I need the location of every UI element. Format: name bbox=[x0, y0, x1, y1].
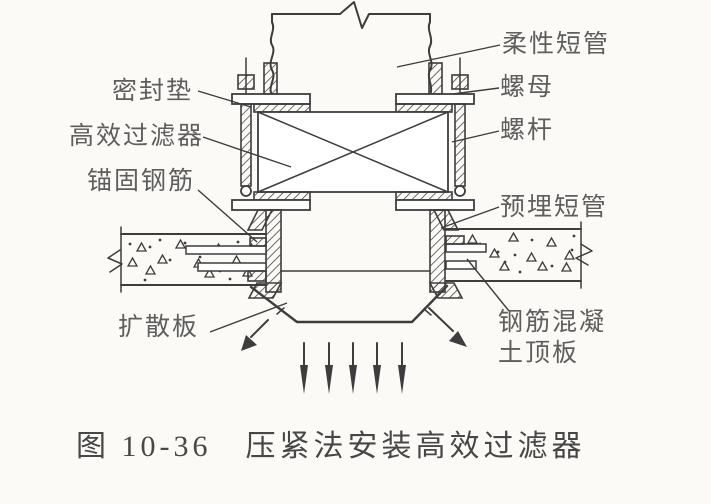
label-sealing-gasket: 密封垫 bbox=[112, 78, 194, 105]
leader-flexible-duct bbox=[396, 44, 501, 68]
label-diffuser-plate: 扩散板 bbox=[118, 314, 200, 341]
anchor-rebar-right bbox=[445, 235, 487, 270]
leader-diffuser-plate bbox=[209, 302, 288, 333]
airflow-arrow-left bbox=[241, 319, 269, 351]
leader-hepa-filter bbox=[202, 136, 292, 168]
slab-left bbox=[107, 226, 267, 293]
anchor-rebar-left bbox=[185, 237, 267, 282]
airflow-arrows-down bbox=[300, 342, 406, 394]
leader-embedded-pipe bbox=[440, 206, 500, 229]
diffuser-plate-drawing bbox=[249, 284, 449, 324]
slab-right bbox=[445, 221, 593, 289]
label-flexible-duct: 柔性短管 bbox=[502, 31, 611, 58]
screw-rods bbox=[240, 103, 466, 197]
hepa-filter-box bbox=[257, 111, 449, 193]
label-screw-rod: 螺杆 bbox=[500, 117, 555, 144]
label-hepa-filter: 高效过滤器 bbox=[69, 123, 205, 150]
concrete-aggregate-left bbox=[126, 238, 262, 282]
label-nut: 螺母 bbox=[500, 74, 555, 101]
leader-nut bbox=[452, 87, 500, 95]
left-top-nut bbox=[237, 74, 255, 90]
sealing-gasket-top-left bbox=[253, 103, 311, 113]
airflow-arrow-right bbox=[428, 307, 467, 347]
flexible-duct-drawing bbox=[269, 1, 433, 96]
leader-sealing-gasket bbox=[197, 90, 252, 108]
leader-screw-rod bbox=[451, 130, 500, 143]
top-flange-left bbox=[231, 57, 311, 113]
top-flange-right bbox=[395, 57, 475, 113]
right-top-nut bbox=[451, 74, 469, 90]
label-anchor-rebar: 锚固钢筋 bbox=[87, 168, 196, 195]
embedded-pipe-drawing bbox=[247, 209, 464, 299]
label-embedded-pipe: 预埋短管 bbox=[500, 194, 609, 221]
leader-anchor-rebar bbox=[197, 189, 258, 243]
label-rc-roof-slab: 钢筋混凝 土顶板 bbox=[498, 309, 607, 367]
sealing-gasket-top-right bbox=[395, 103, 453, 113]
figure-caption: 图 10-36 压紧法安装高效过滤器 bbox=[76, 430, 586, 463]
leader-rc-roof-slab bbox=[466, 258, 510, 312]
leader-lines bbox=[197, 44, 510, 333]
